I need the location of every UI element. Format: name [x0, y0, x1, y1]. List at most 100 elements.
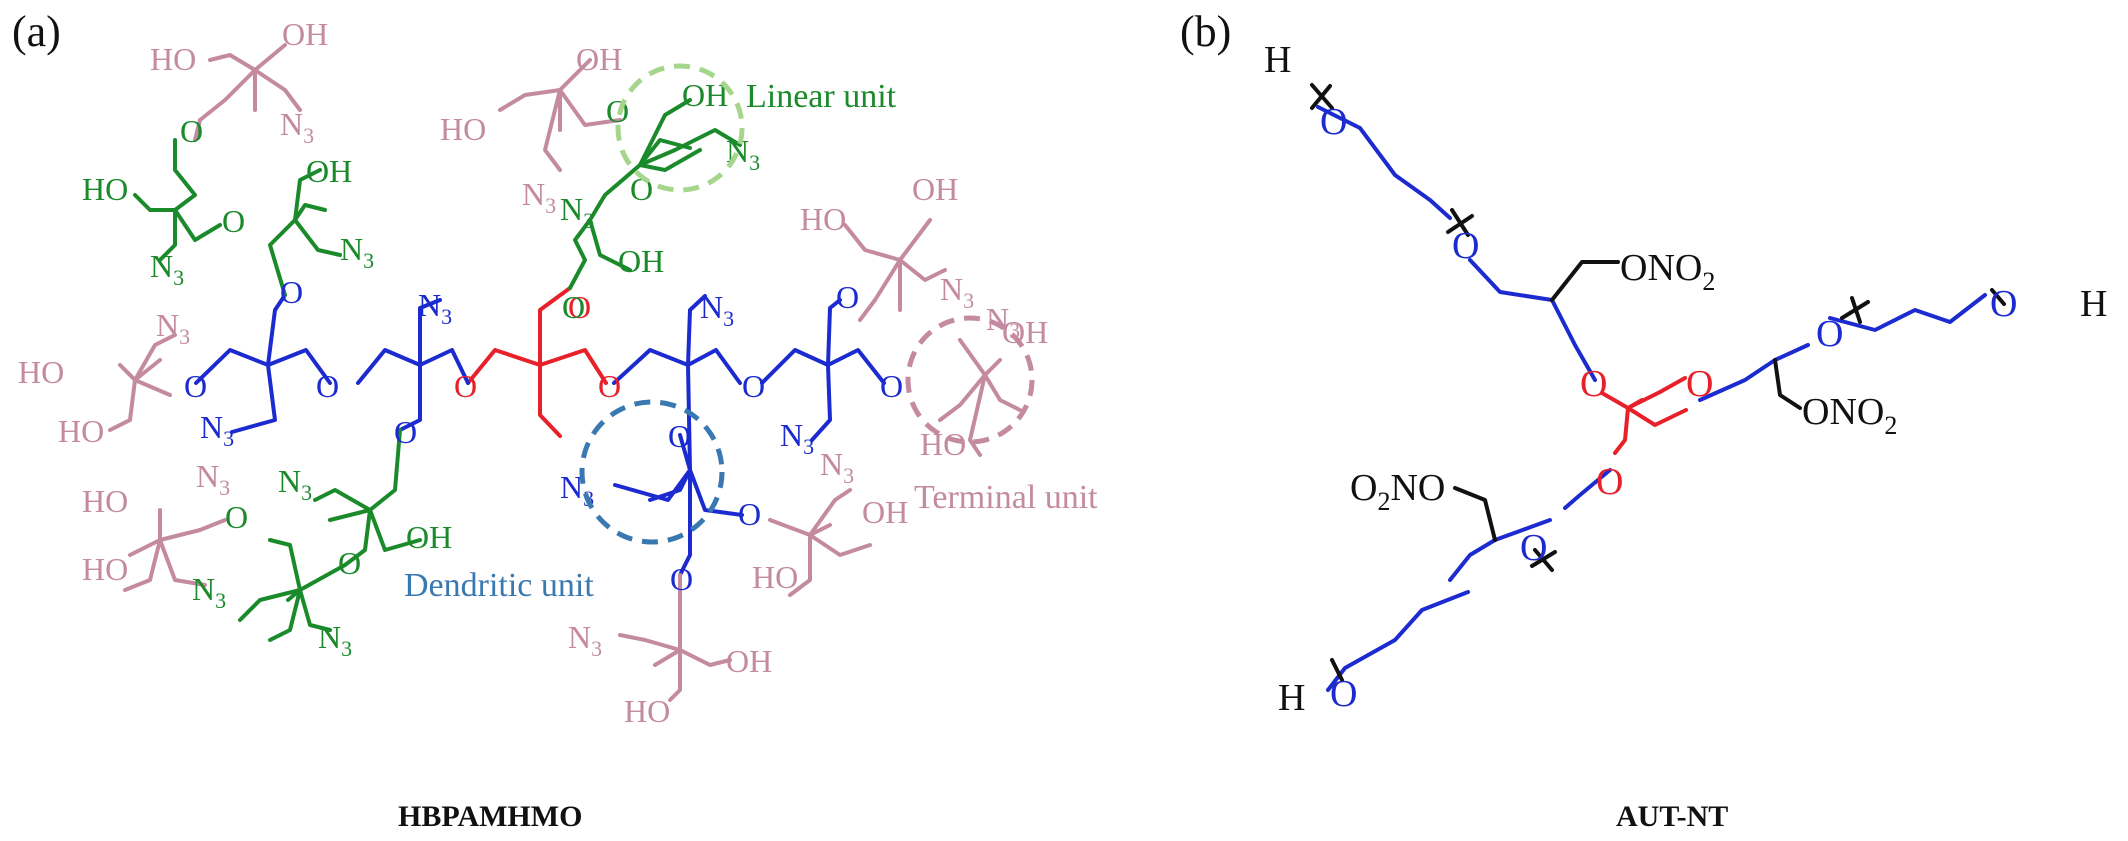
- aut-atom-o: O: [1520, 527, 1547, 569]
- atom-o-lin: O: [606, 93, 629, 129]
- core-down-arm: [538, 363, 562, 438]
- core-bonds: [466, 286, 608, 438]
- atom-hydroxyl-ter: HO: [150, 41, 196, 77]
- aut-atom-o-core: O: [1686, 363, 1713, 405]
- svg-text:N3: N3: [280, 106, 314, 148]
- atom-o-lin: O: [180, 113, 203, 149]
- atom-o-den: O: [394, 414, 417, 450]
- svg-text:N3: N3: [560, 191, 594, 233]
- atom-hydroxyl-ter: OH: [576, 41, 622, 77]
- aut-atom-o: O: [1320, 101, 1347, 143]
- svg-text:N3: N3: [568, 619, 602, 661]
- svg-text:N3: N3: [820, 446, 854, 488]
- atom-hydroxyl-ter: HO: [18, 354, 64, 390]
- atom-hydroxyl-ter: HO: [82, 483, 128, 519]
- unit-labels: Linear unit Terminal unit Dendritic unit: [404, 78, 1098, 604]
- panel-b-bonds: [1310, 83, 2006, 692]
- core-left-arm: [466, 348, 542, 385]
- dendritic-unit-label: Dendritic unit: [404, 567, 594, 604]
- panel-a-tag: (a): [12, 7, 61, 56]
- azide-ter: N3: [568, 619, 602, 661]
- dendritic-unit-circle: [579, 399, 725, 545]
- aut-nitrate-bonds: [1310, 83, 2006, 682]
- svg-text:N3: N3: [522, 176, 556, 218]
- svg-text:N3: N3: [192, 571, 226, 613]
- azide-lin: N3: [318, 619, 352, 661]
- svg-text:ONO2: ONO2: [1620, 247, 1715, 296]
- atom-o-lin: O: [338, 545, 361, 581]
- azide-ter: N3: [820, 446, 854, 488]
- azide-ter: N3: [156, 307, 190, 349]
- atom-hydroxyl-ter: OH: [282, 16, 328, 52]
- atom-o-lin: O: [562, 289, 585, 325]
- svg-text:N3: N3: [700, 289, 734, 331]
- atom-hydroxyl-ter: HO: [58, 413, 104, 449]
- aut-arm-bonds: [1316, 105, 1987, 692]
- atom-o-core-left: O: [454, 368, 477, 404]
- aut-hydrogen: H: [2080, 283, 2107, 325]
- linear-unit-circle: [615, 63, 745, 193]
- atom-hydroxyl-ter: HO: [624, 693, 670, 729]
- azide-den: N3: [200, 409, 234, 451]
- svg-text:N3: N3: [780, 417, 814, 459]
- atom-hydroxyl-ter: HO: [752, 559, 798, 595]
- panel-b-tag: (b): [1180, 7, 1231, 56]
- linear-bonds: [133, 98, 742, 642]
- svg-text:N3: N3: [150, 248, 184, 290]
- atom-hydroxyl-ter: OH: [862, 494, 908, 530]
- aut-atom-o-core: O: [1580, 363, 1607, 405]
- aut-atom-o: O: [1990, 283, 2017, 325]
- azide-ter: N3: [196, 458, 230, 500]
- atom-hydroxyl-ter: OH: [1002, 314, 1048, 350]
- azide-lin: N3: [560, 191, 594, 233]
- svg-text:ONO2: ONO2: [1802, 391, 1897, 440]
- atom-o-den: O: [316, 368, 339, 404]
- aut-hydrogen: H: [1278, 677, 1305, 719]
- azide-lin: N3: [278, 463, 312, 505]
- atom-hydroxyl-lin: OH: [406, 519, 452, 555]
- atom-hydroxyl-ter: HO: [920, 426, 966, 462]
- unit-highlights: [579, 63, 1035, 545]
- atom-hydroxyl-lin: OH: [306, 153, 352, 189]
- azide-ter: N3: [280, 106, 314, 148]
- core-right-arm: [538, 348, 608, 385]
- atom-o-core-up: O: [568, 289, 591, 325]
- panel-a-caption: HBPAMHMO: [398, 800, 582, 833]
- aut-atom-o: O: [1330, 673, 1357, 715]
- panel-b-caption: AUT-NT: [1616, 800, 1728, 833]
- terminal-unit-label: Terminal unit: [914, 479, 1098, 516]
- aut-nitrate-left: O2NO: [1350, 467, 1445, 516]
- atom-hydroxyl-lin: OH: [618, 243, 664, 279]
- den-backbone-left: [194, 348, 332, 385]
- svg-text:O2NO: O2NO: [1350, 467, 1445, 516]
- atom-o-den: O: [836, 279, 859, 315]
- atom-hydroxyl-ter: HO: [800, 201, 846, 237]
- aut-nitrate: ONO2: [1802, 391, 1897, 440]
- svg-text:N3: N3: [278, 463, 312, 505]
- azide-den: N3: [780, 417, 814, 459]
- atom-o-den: O: [880, 368, 903, 404]
- den-backbone-right: [612, 348, 742, 385]
- terminal-unit-circle: [905, 315, 1035, 445]
- terminal-bonds: [108, 43, 1022, 702]
- atom-o-den: O: [742, 368, 765, 404]
- atom-o-lin: O: [222, 203, 245, 239]
- azide-lin: N3: [340, 231, 374, 273]
- svg-text:N3: N3: [156, 307, 190, 349]
- panel-b-atoms: O O O O O O O O O H H H ONO2 ONO2 O2NO: [1264, 39, 2107, 719]
- azide-ter: N3: [522, 176, 556, 218]
- atom-o-den: O: [668, 418, 691, 454]
- azide-lin: N3: [150, 248, 184, 290]
- svg-text:N3: N3: [340, 231, 374, 273]
- azide-den: N3: [700, 289, 734, 331]
- atom-o-lin: O: [225, 499, 248, 535]
- atom-hydroxyl-lin: HO: [82, 171, 128, 207]
- svg-text:N3: N3: [940, 271, 974, 313]
- aut-core-bonds: [1600, 376, 1688, 455]
- azide-ter: N3: [940, 271, 974, 313]
- aut-atom-o: O: [1816, 313, 1843, 355]
- core-up-arm: [538, 286, 572, 367]
- svg-text:N3: N3: [196, 458, 230, 500]
